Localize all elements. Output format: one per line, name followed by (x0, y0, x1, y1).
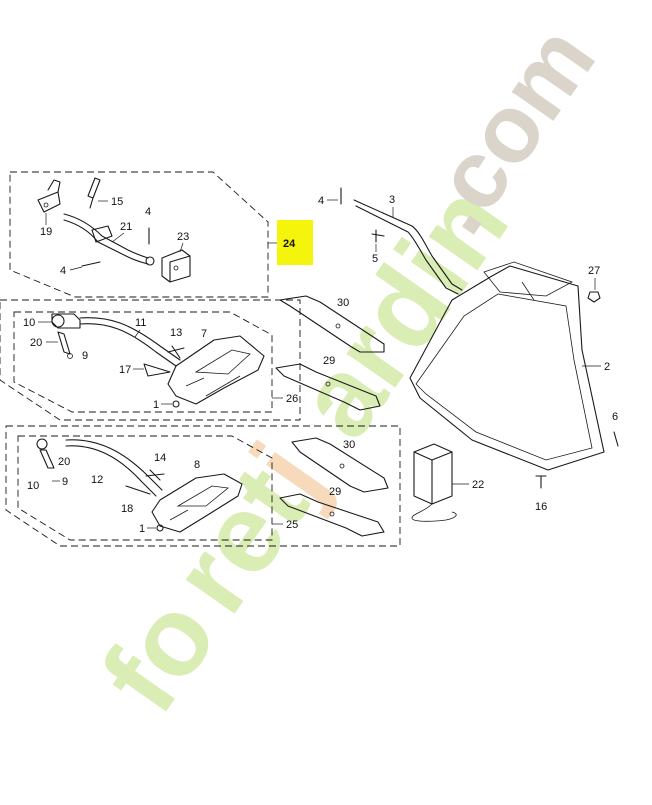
callout-20-top: 20 (30, 337, 42, 349)
callout-4-lower: 4 (60, 265, 66, 277)
callout-6: 6 (612, 411, 618, 423)
callout-4-top: 4 (318, 195, 324, 207)
callout-1-top: 1 (153, 399, 159, 411)
part-29-blade-upper-hole (325, 381, 331, 387)
callout-19: 19 (40, 226, 52, 238)
part-30-blade-lower-hole (339, 463, 345, 469)
callout-15: 15 (111, 196, 123, 208)
highlight-24-box (277, 220, 313, 265)
callout-10-top: 10 (23, 317, 35, 329)
part-23-hole (173, 265, 179, 271)
callout-17: 17 (119, 364, 131, 376)
callout-25: 25 (286, 519, 298, 531)
callout-4-upper: 4 (145, 206, 151, 218)
part-16-bolt (535, 475, 547, 489)
callout-11: 11 (135, 317, 146, 329)
part-20-clip-lower (39, 449, 55, 469)
part-22-cable (411, 503, 457, 522)
callout-30-lower: 30 (343, 439, 355, 451)
group-25: 25 20 10 9 12 14 18 8 1 30 29 (5, 425, 401, 547)
callout-7: 7 (201, 328, 207, 340)
callout-20-lower: 20 (58, 456, 70, 468)
callout-18: 18 (121, 503, 133, 515)
part-2-housing-top (483, 261, 573, 301)
watermark: fo ret j ardin .com (77, 7, 615, 734)
part-14-bolt (145, 469, 165, 481)
part-18-pin (125, 485, 151, 495)
group-25-inner-boundary (17, 435, 273, 541)
leader-21 (111, 232, 125, 243)
group-26-outer-boundary (0, 299, 301, 421)
callout-14: 14 (154, 452, 166, 464)
callout-21: 21 (120, 221, 132, 233)
group-26: 26 10 11 20 9 13 7 17 1 30 (0, 295, 385, 421)
callout-13: 13 (170, 327, 182, 339)
part-15-pin (87, 177, 101, 209)
part-2-housing (409, 265, 605, 471)
part-4-pin-lower (81, 261, 101, 267)
part-23-bracket (161, 249, 191, 283)
part-6-pin (613, 431, 619, 447)
callout-2: 2 (604, 361, 610, 373)
part-1-bolt-lower (156, 524, 164, 532)
callout-10-lower: 10 (27, 480, 39, 492)
part-13-bolt (167, 345, 185, 359)
part-30-blade-lower (291, 437, 389, 493)
part-27-nut (587, 291, 601, 303)
part-20-end-lower (36, 438, 48, 450)
callout-8: 8 (194, 459, 200, 471)
callout-27: 27 (588, 265, 600, 277)
part-21-knob (145, 256, 155, 266)
callout-5: 5 (372, 253, 378, 265)
part-5-screw (371, 229, 385, 243)
part-10-end (51, 314, 65, 328)
callout-12: 12 (91, 474, 103, 486)
part-2-housing-inner (415, 293, 593, 461)
callout-22: 22 (472, 479, 484, 491)
callout-9-lower: 9 (62, 476, 68, 488)
group-24-boundary (9, 171, 269, 298)
part-10-pivot (51, 313, 81, 329)
callout-29-lower: 29 (329, 486, 341, 498)
part-3-rod (353, 199, 463, 295)
part-30-blade-upper-hole (335, 323, 341, 329)
part-12-rod (65, 439, 163, 497)
callout-29-upper: 29 (323, 355, 335, 367)
part-20-clip (57, 331, 71, 355)
callout-23: 23 (177, 231, 189, 243)
part-21-clamp (91, 225, 113, 243)
group-26-inner-boundary (13, 311, 273, 413)
part-7-detail (185, 349, 251, 397)
group-25-outer-boundary (5, 425, 401, 547)
callout-1-lower: 1 (139, 523, 145, 535)
right-assembly: 4 3 5 2 27 6 16 22 (318, 187, 619, 522)
part-8-detail (169, 485, 229, 521)
part-19-bracket (37, 179, 61, 213)
group-24: 24 19 15 21 4 4 23 (9, 171, 313, 298)
leader-4-lower (69, 266, 83, 271)
part-21-lever (63, 213, 149, 265)
part-29-blade-lower (279, 493, 385, 537)
part-8-bracket (151, 473, 243, 533)
part-29-blade-lower-hole (329, 511, 335, 517)
part-7-bracket (167, 335, 265, 405)
part-11-rod (79, 317, 181, 367)
callout-3: 3 (389, 194, 395, 206)
callout-30-upper: 30 (337, 297, 349, 309)
part-22-charger (413, 443, 453, 505)
part-9-pin-top (67, 353, 73, 359)
part-17-spring (143, 363, 171, 377)
part-29-blade-upper (275, 363, 381, 411)
callout-16: 16 (535, 501, 547, 513)
callout-24: 24 (283, 238, 296, 250)
callout-9-top: 9 (82, 350, 88, 362)
part-30-blade-upper (279, 295, 385, 353)
part-1-bolt-top (172, 400, 180, 408)
leader-23 (179, 242, 184, 253)
part-19-hole (43, 202, 49, 208)
callout-26: 26 (286, 393, 298, 405)
leader-11 (134, 329, 141, 338)
